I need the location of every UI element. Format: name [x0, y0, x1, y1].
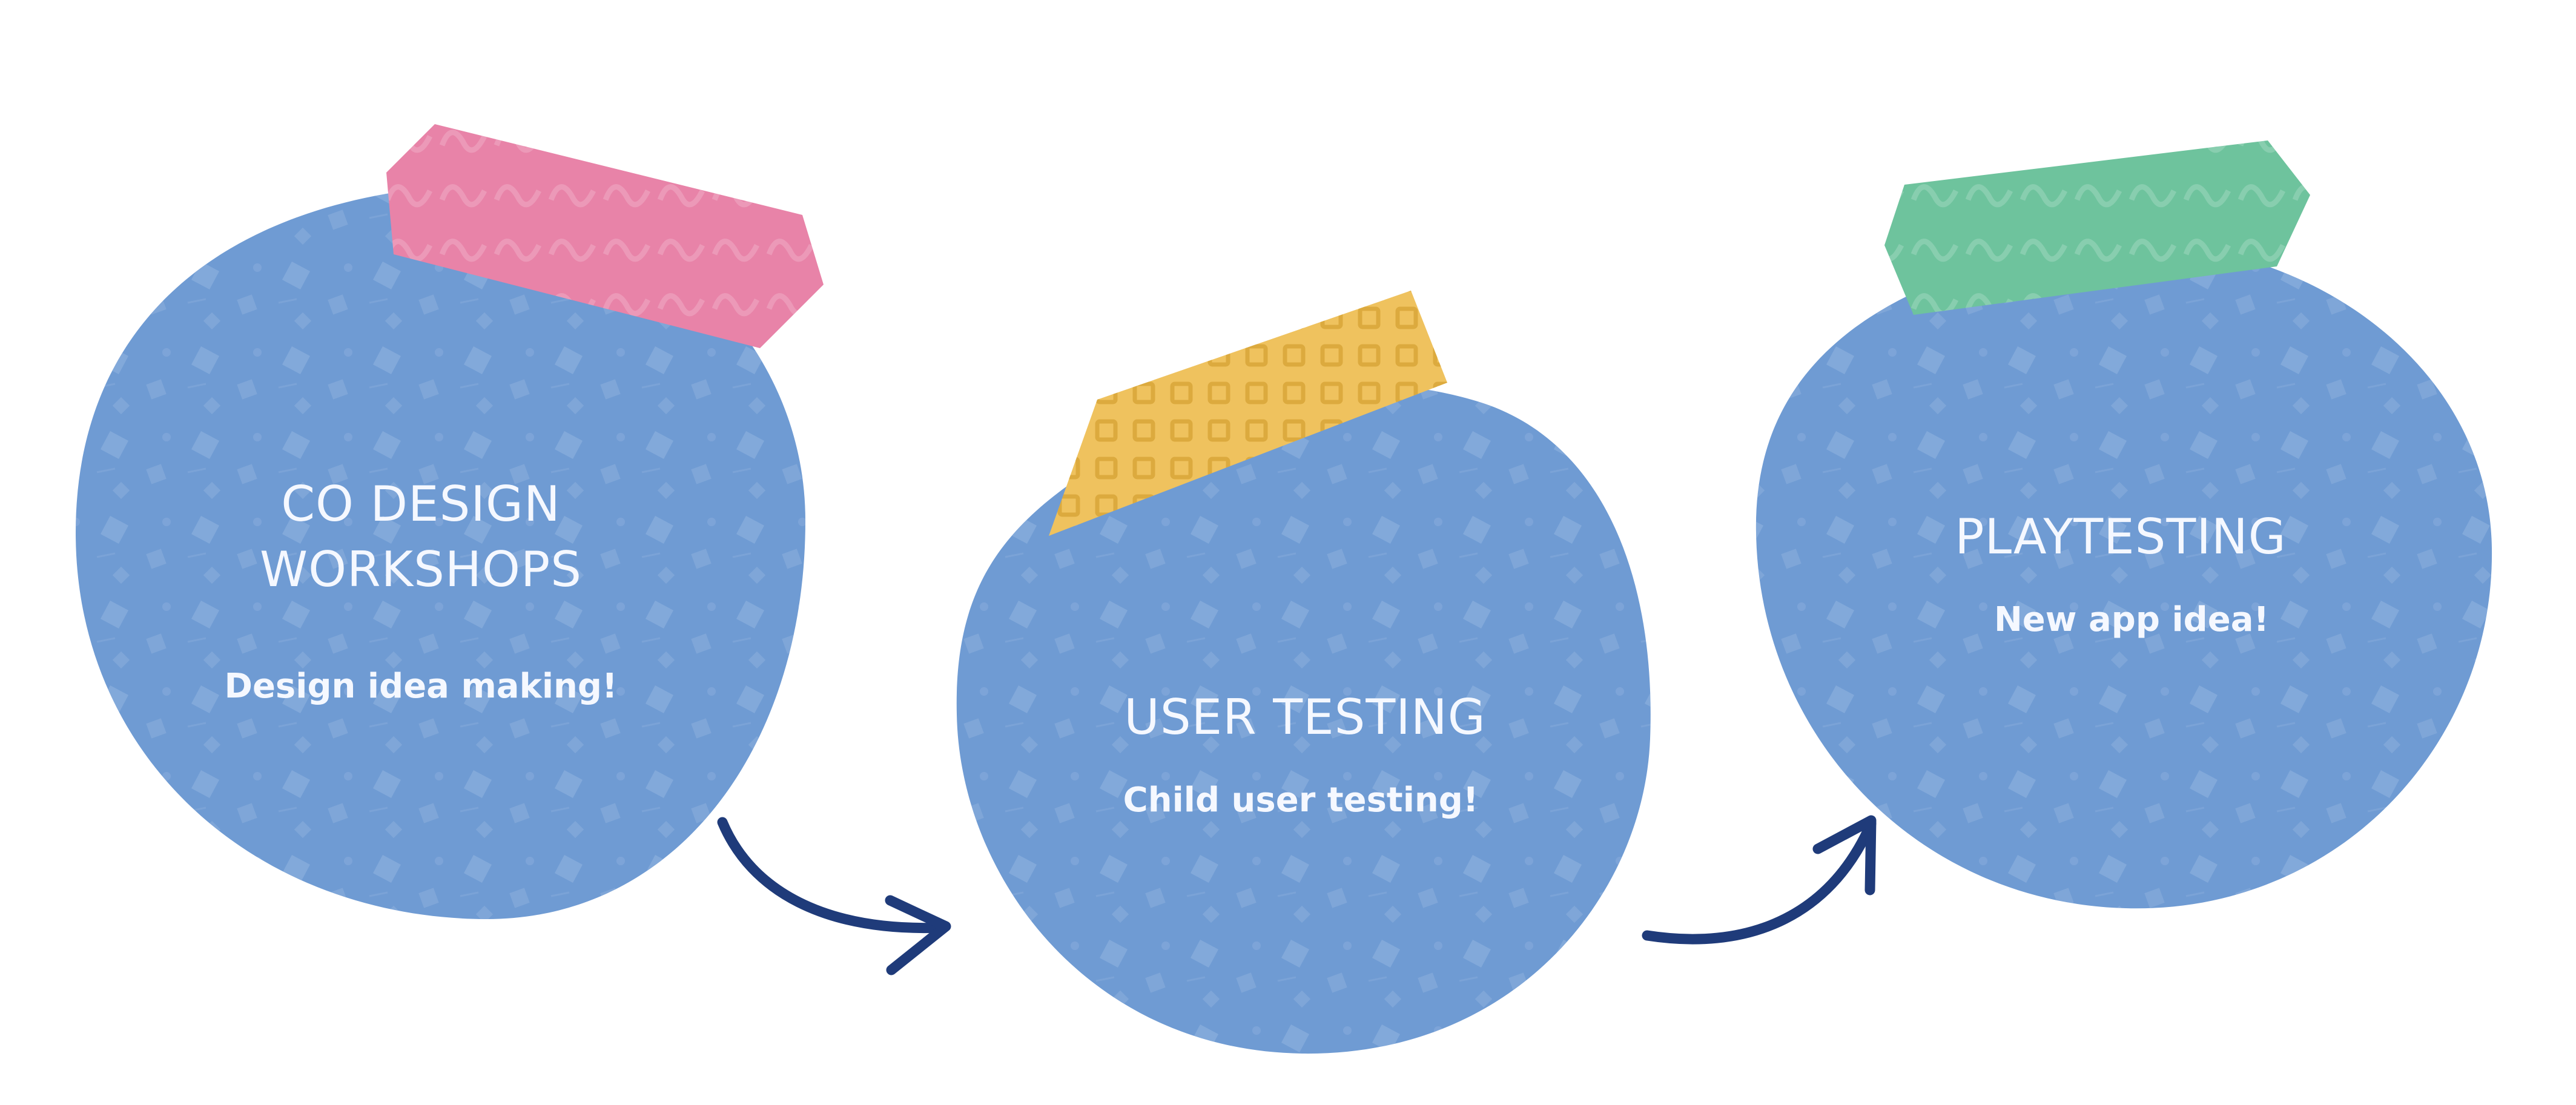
washi-tape-yellow [1049, 291, 1447, 536]
step-title: WORKSHOPS [260, 541, 582, 598]
step-subtitle: Design idea making! [224, 667, 617, 706]
washi-tape-pink [386, 124, 824, 348]
blob-texture [956, 383, 1651, 1054]
blob-texture [76, 187, 805, 920]
step-co-design-workshops: CO DESIGN WORKSHOPS Design idea making! [76, 124, 824, 920]
step-subtitle: New app idea! [1994, 600, 2269, 639]
step-playtesting: PLAYTESTING New app idea! [1755, 140, 2492, 909]
blob-texture [1755, 242, 2492, 909]
step-subtitle: Child user testing! [1123, 780, 1479, 820]
washi-tape-green [1884, 140, 2310, 315]
curved-arrow-icon [717, 817, 951, 975]
step-title: CO DESIGN [281, 476, 561, 532]
step-title: PLAYTESTING [1955, 509, 2287, 565]
step-user-testing: USER TESTING Child user testing! [956, 291, 1651, 1054]
curved-arrow-icon [1642, 815, 1877, 945]
step-title: USER TESTING [1124, 689, 1485, 745]
